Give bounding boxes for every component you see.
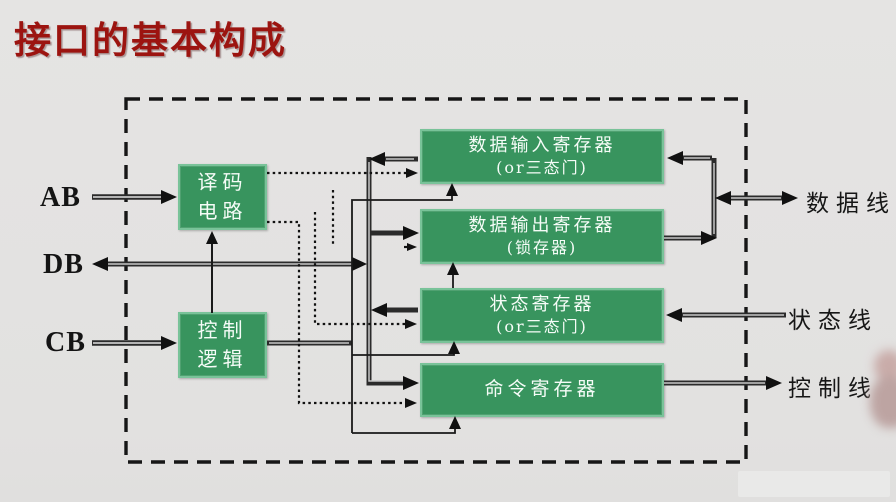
status-register-line2: (or三态门) xyxy=(496,317,588,337)
decoder-select-lines xyxy=(267,168,418,408)
label-control-line: 控制线 xyxy=(788,376,878,402)
page-title: 接口的基本构成 xyxy=(14,20,287,61)
status-line-arrow xyxy=(666,308,786,322)
data-output-register-line1: 数据输出寄存器 xyxy=(468,214,616,236)
label-data-bus: DB xyxy=(43,249,84,280)
label-address-bus: AB xyxy=(40,182,81,213)
data-input-register-box: 数据输入寄存器 (or三态门) xyxy=(420,129,664,184)
db-arrow xyxy=(92,257,367,271)
presenter-body-blur xyxy=(870,376,896,428)
control-logic-box: 控制 逻辑 xyxy=(178,312,267,378)
command-register-line1: 命令寄存器 xyxy=(484,378,600,401)
decoder-line1: 译码 xyxy=(197,170,248,194)
data-output-register-line2: (锁存器) xyxy=(506,238,578,258)
control-logic-line2: 逻辑 xyxy=(197,347,248,371)
presenter-webcam-blob xyxy=(870,348,896,428)
cb-arrow xyxy=(92,336,177,350)
control-logic-line1: 控制 xyxy=(197,318,248,342)
internal-data-bus xyxy=(366,157,419,390)
bus-to-output-register-arrow xyxy=(371,226,419,240)
ab-arrow xyxy=(92,190,177,204)
data-line-arrow xyxy=(715,191,798,205)
status-register-to-bus-arrow xyxy=(371,303,418,317)
label-status-line: 状态线 xyxy=(788,308,878,334)
input-register-to-bus-arrow xyxy=(369,152,418,166)
data-input-register-line1: 数据输入寄存器 xyxy=(468,134,616,156)
status-register-line1: 状态寄存器 xyxy=(489,293,595,315)
status-register-box: 状态寄存器 (or三态门) xyxy=(420,288,664,343)
presenter-head-blur xyxy=(874,350,896,382)
command-register-box: 命令寄存器 xyxy=(420,363,664,417)
control-line-arrow xyxy=(664,376,782,390)
label-data-line: 数据线 xyxy=(806,191,896,217)
control-logic-to-decoder-arrow xyxy=(206,231,218,313)
decoder-line2: 电路 xyxy=(197,199,248,223)
data-input-register-line2: (or三态门) xyxy=(496,158,588,178)
data-output-register-box: 数据输出寄存器 (锁存器) xyxy=(420,209,664,264)
corner-watermark xyxy=(738,471,890,497)
data-line-connector xyxy=(664,151,717,245)
label-control-bus: CB xyxy=(45,327,86,358)
decoder-box: 译码 电路 xyxy=(178,164,267,230)
